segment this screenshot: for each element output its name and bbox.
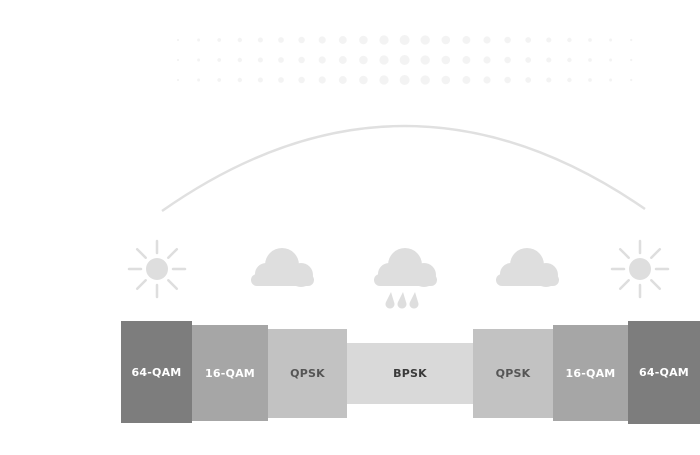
signal-dot	[546, 37, 552, 43]
signal-dot	[399, 55, 410, 65]
signal-dot	[420, 55, 430, 65]
signal-dot	[359, 75, 368, 85]
signal-dot	[525, 37, 532, 43]
signal-dot	[176, 78, 180, 82]
signal-dot	[546, 77, 552, 83]
signal-dot	[420, 35, 430, 45]
signal-dot	[257, 37, 263, 43]
band-qpsk-right: QPSK	[473, 329, 553, 418]
band-label: 16-QAM	[565, 366, 616, 380]
signal-dot	[420, 75, 430, 85]
signal-dot	[176, 58, 180, 62]
signal-dot	[217, 58, 222, 62]
weather-slot-1	[123, 230, 203, 310]
signal-dot	[630, 78, 633, 82]
signal-dot	[483, 56, 491, 64]
signal-dot	[567, 57, 572, 63]
signal-dot	[588, 58, 592, 62]
sun-icon	[606, 239, 686, 314]
signal-dot	[609, 78, 613, 82]
signal-dot	[298, 76, 305, 84]
signal-dot	[298, 36, 305, 44]
signal-dot	[379, 55, 389, 65]
cloud-icon	[242, 248, 322, 314]
signal-dot	[399, 35, 410, 45]
signal-dot	[504, 56, 511, 64]
signal-dot	[338, 76, 347, 84]
signal-dot	[338, 36, 347, 44]
signal-dot	[217, 38, 222, 42]
signal-dot	[359, 55, 368, 65]
signal-dot	[379, 35, 389, 45]
band-label: QPSK	[290, 367, 325, 380]
cloud-icon	[487, 248, 567, 314]
band-label: BPSK	[393, 367, 427, 380]
signal-dot	[318, 36, 326, 44]
signal-dot	[237, 77, 242, 83]
signal-dot	[318, 56, 326, 64]
signal-dot	[237, 57, 242, 63]
signal-dot	[278, 77, 284, 83]
weather-slot-5	[606, 230, 686, 310]
band-16qam-left: 16-QAM	[192, 325, 268, 421]
signal-dot	[197, 78, 201, 82]
signal-dot	[504, 36, 511, 44]
signal-dot	[278, 37, 284, 43]
band-label: 16-QAM	[205, 366, 255, 380]
signal-dot	[399, 75, 410, 85]
signal-dot	[462, 76, 471, 84]
signal-dot	[257, 57, 263, 63]
signal-dot	[441, 55, 451, 65]
band-label: 64-QAM	[131, 365, 182, 379]
signal-dot	[237, 37, 242, 43]
band-bpsk: BPSK	[347, 343, 473, 404]
signal-dot	[588, 78, 592, 82]
signal-dot	[318, 76, 326, 84]
signal-dot	[278, 57, 284, 63]
signal-dot	[630, 38, 633, 42]
signal-dot	[504, 76, 511, 84]
signal-dot	[338, 56, 347, 64]
signal-dot	[567, 37, 572, 43]
signal-dot	[588, 38, 592, 42]
sun-icon	[123, 239, 203, 314]
signal-dot	[462, 36, 471, 44]
band-qpsk-left: QPSK	[268, 329, 347, 418]
signal-dot	[630, 58, 633, 62]
signal-dot	[197, 38, 201, 42]
signal-dot	[567, 77, 572, 83]
signal-dot	[609, 38, 613, 42]
weather-slot-4	[487, 230, 567, 310]
band-label: QPSK	[495, 367, 531, 380]
signal-dot	[462, 56, 471, 64]
signal-dot	[525, 57, 532, 63]
signal-dot	[176, 38, 180, 42]
signal-dot	[257, 77, 263, 83]
signal-dot	[441, 35, 451, 45]
signal-dot	[546, 57, 552, 63]
band-64qam-left: 64-QAM	[121, 321, 192, 423]
signal-dot	[483, 76, 491, 84]
signal-dot	[483, 36, 491, 44]
signal-dot	[197, 58, 201, 62]
satellite-path-arc	[161, 124, 646, 213]
rain-cloud-icon	[365, 248, 445, 314]
band-label: 64-QAM	[639, 366, 689, 379]
signal-dot	[525, 77, 532, 83]
signal-dot	[609, 58, 613, 62]
signal-dot	[441, 75, 451, 85]
signal-dot	[359, 35, 368, 45]
weather-slot-3	[365, 230, 445, 310]
signal-dot	[379, 75, 389, 85]
signal-dot	[217, 78, 222, 82]
band-16qam-right: 16-QAM	[553, 325, 628, 421]
signal-dot	[298, 56, 305, 64]
band-64qam-right: 64-QAM	[628, 321, 700, 424]
weather-slot-2	[242, 230, 322, 310]
